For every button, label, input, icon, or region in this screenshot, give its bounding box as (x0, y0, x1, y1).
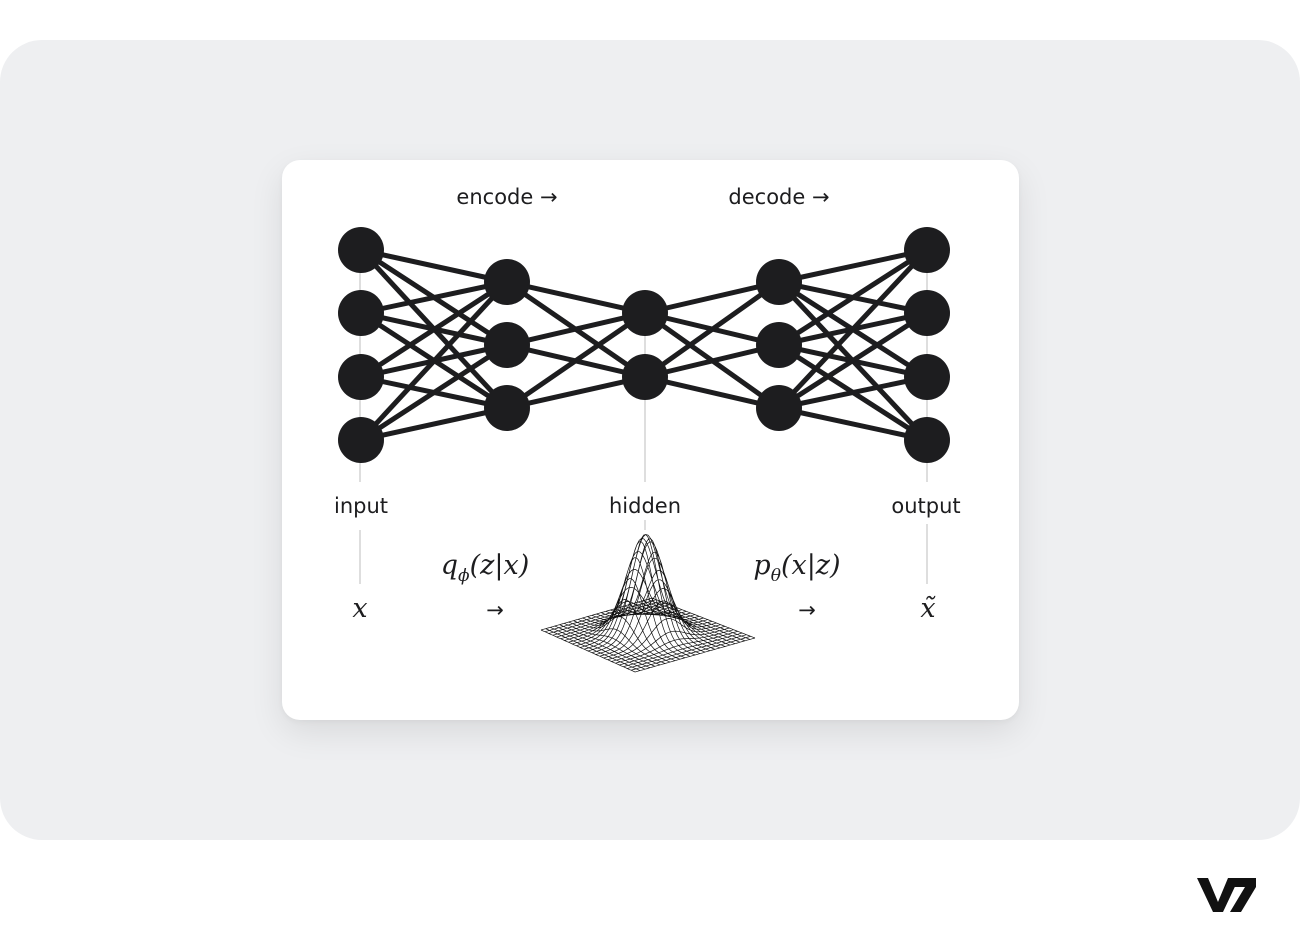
edge-l0-3-2 (360, 405, 508, 443)
edge-l1-2-1 (506, 374, 646, 411)
decode-label: decode → (728, 185, 829, 209)
neuron-l0-1 (338, 290, 384, 336)
neuron-l3-1 (756, 322, 802, 368)
decoder-distribution-label: pθ(x|z) (753, 550, 840, 586)
edge-l3-2-1 (777, 310, 929, 411)
encoder-distribution-label: qϕ(z|x) (441, 550, 530, 586)
input-variable: x (352, 593, 367, 624)
v7-logo (1197, 878, 1256, 912)
edge-l0-3-0 (359, 280, 509, 442)
neuron-l1-1 (484, 322, 530, 368)
neuron-l0-0 (338, 227, 384, 273)
encode-label: encode → (456, 185, 557, 209)
gaussian-mesh (540, 534, 756, 673)
edge-l0-0-0 (360, 247, 508, 285)
edge-l1-1-0 (506, 310, 646, 348)
neuron-l1-2 (484, 385, 530, 431)
diagram-card (282, 160, 1019, 720)
neuron-l1-0 (484, 259, 530, 305)
edge-l1-0-0 (506, 279, 646, 316)
network-edges (359, 247, 929, 443)
encoder-arrow: → (486, 598, 504, 622)
edge-l3-0-0 (778, 247, 928, 285)
hidden-label: hidden (609, 494, 681, 518)
edge-l3-2-2 (778, 374, 928, 411)
edge-l3-2-0 (777, 248, 929, 410)
input-label: input (334, 494, 388, 518)
neuron-l4-1 (904, 290, 950, 336)
neuron-l2-0 (622, 290, 668, 336)
neuron-l2-1 (622, 354, 668, 400)
neuron-l3-0 (756, 259, 802, 305)
neuron-l0-3 (338, 417, 384, 463)
decoder-arrow: → (798, 598, 816, 622)
neuron-l4-3 (904, 417, 950, 463)
output-variable: x̃ (920, 593, 936, 624)
network-nodes (338, 227, 950, 463)
edge-l0-2-0 (359, 279, 509, 380)
edge-l0-1-0 (360, 279, 508, 316)
edge-l1-2-0 (505, 310, 647, 411)
neuron-l0-2 (338, 354, 384, 400)
gaussian-surface (540, 534, 756, 673)
edge-l3-2-3 (778, 405, 928, 443)
neuron-l3-2 (756, 385, 802, 431)
output-label: output (891, 494, 960, 518)
edge-l3-1-0 (777, 247, 929, 348)
neuron-l4-0 (904, 227, 950, 273)
edge-l0-3-1 (359, 342, 509, 443)
edge-l2-1-0 (643, 279, 781, 380)
neuron-l4-2 (904, 354, 950, 400)
